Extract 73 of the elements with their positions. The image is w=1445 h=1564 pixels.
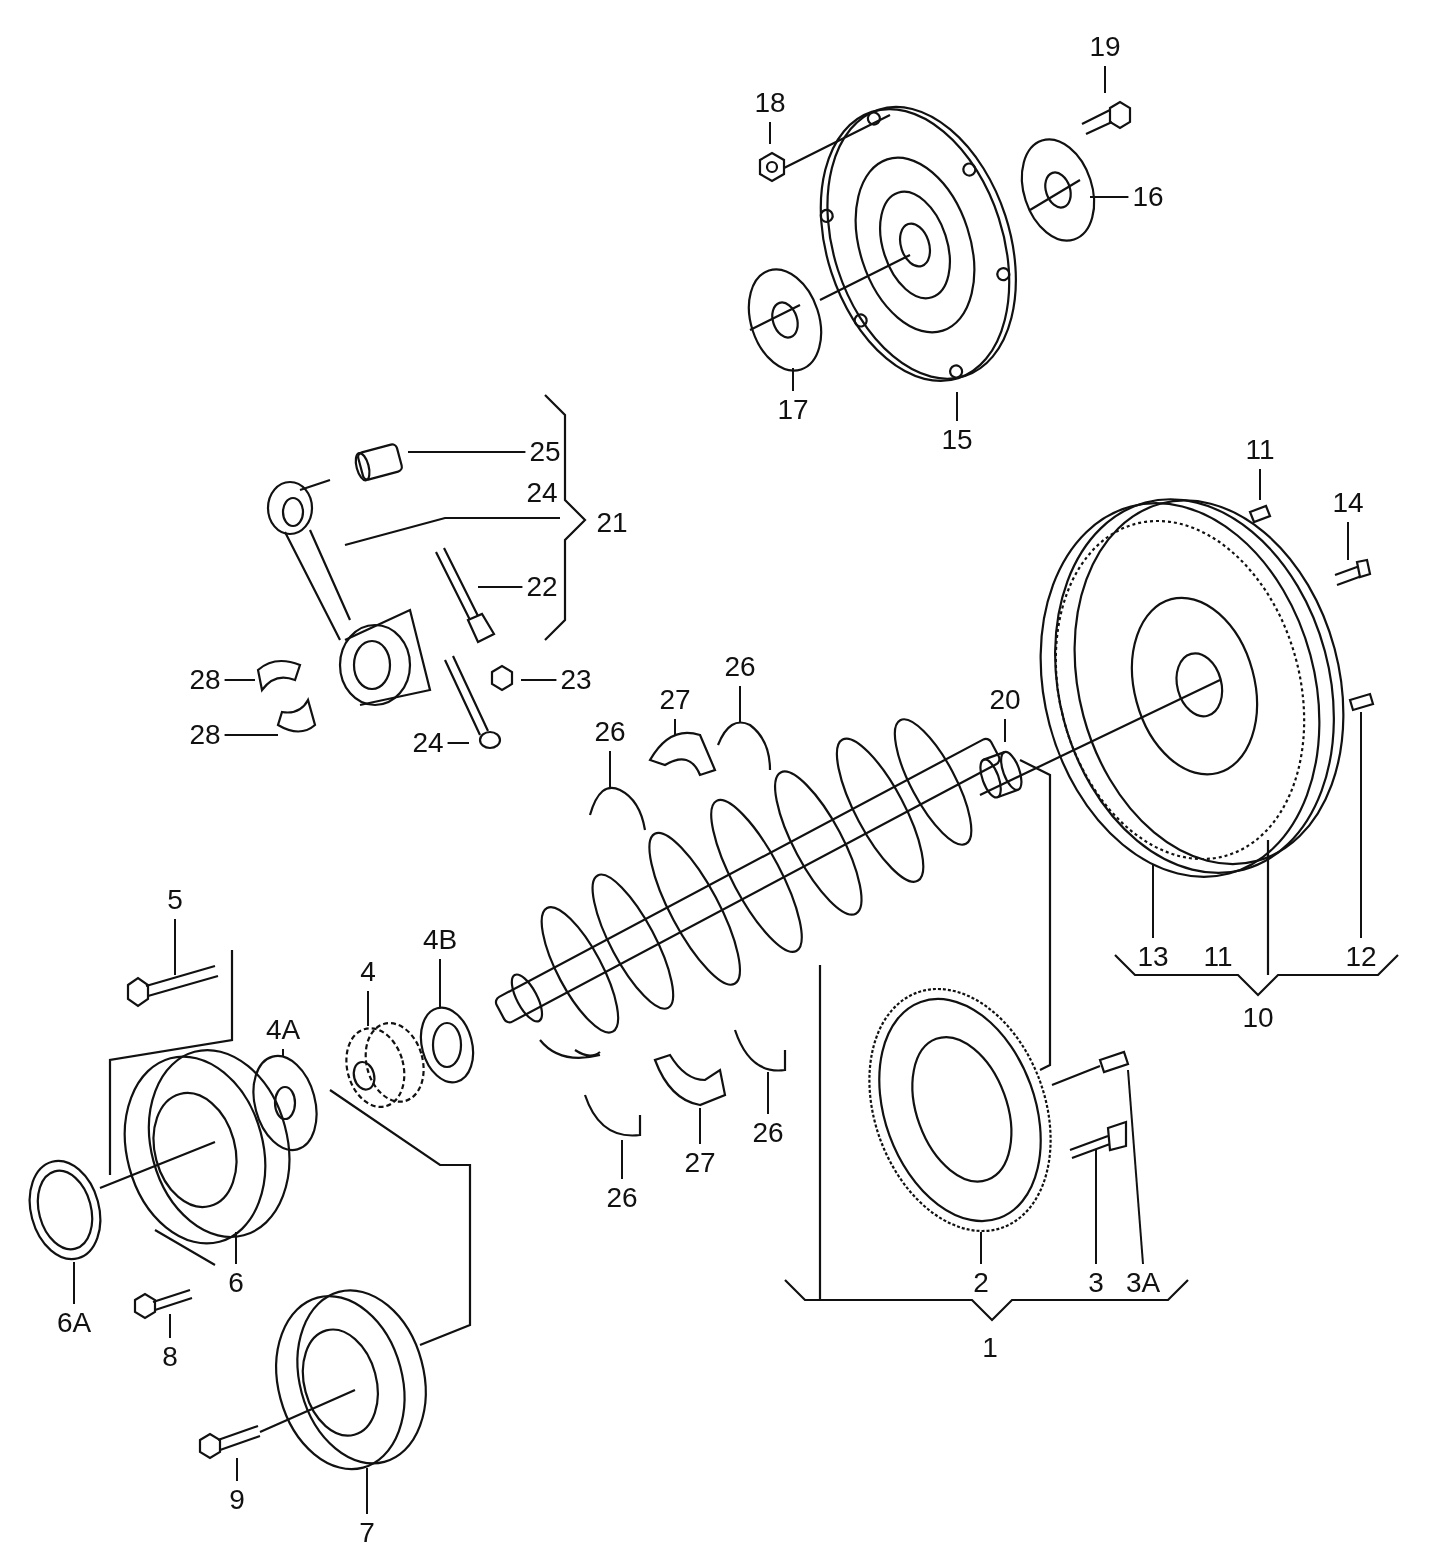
callout-number: 10 (1242, 1003, 1274, 1033)
callout-number: 16 (1132, 182, 1164, 212)
leader-line (739, 685, 741, 723)
leader-line (1347, 521, 1349, 561)
callout-number: 26 (724, 652, 756, 682)
callout-number: 23 (560, 665, 592, 695)
callout-number: 27 (684, 1148, 716, 1178)
callout-number: 12 (1345, 942, 1377, 972)
callout-number: 6A (56, 1308, 92, 1338)
callout-number: 26 (594, 717, 626, 747)
leader-line (174, 918, 176, 976)
leader-line (1127, 1069, 1144, 1265)
callout-number: 1 (982, 1333, 998, 1363)
leader-line (520, 679, 558, 681)
leader-line (223, 734, 279, 736)
callout-number: 7 (359, 1518, 375, 1548)
callout-number: 26 (606, 1183, 638, 1213)
callout-number: 28 (189, 665, 221, 695)
callout-number: 14 (1332, 488, 1364, 518)
callout-number: 3A (1125, 1268, 1161, 1298)
callout-number: 4B (422, 925, 458, 955)
callout-number: 2 (973, 1268, 989, 1298)
leader-line (477, 586, 524, 588)
leader-line (366, 1467, 368, 1515)
leader-line (1004, 718, 1006, 743)
leader-line (1089, 196, 1130, 198)
leader-line (439, 958, 441, 1009)
leader-line (1152, 864, 1154, 939)
callout-number: 13 (1137, 942, 1169, 972)
callout-number: 17 (777, 395, 809, 425)
callout-number: 3 (1088, 1268, 1104, 1298)
leader-line (980, 1231, 982, 1265)
callout-number: 11 (1203, 942, 1233, 972)
leader-line (699, 1107, 701, 1145)
leader-line (956, 391, 958, 422)
callout-number: 18 (754, 88, 786, 118)
callout-number: 24 (526, 478, 558, 508)
leader-line (769, 121, 771, 145)
leader-line (282, 1048, 284, 1057)
leader-line (1104, 65, 1106, 94)
leader-line (621, 1139, 623, 1180)
callout-number: 9 (229, 1485, 245, 1515)
leader-line (169, 1313, 171, 1339)
leader-line (367, 990, 369, 1027)
leader-line (792, 367, 794, 392)
leader-line (767, 1071, 769, 1115)
callout-number: 26 (752, 1118, 784, 1148)
leader-line (407, 451, 527, 453)
callout-number: 25 (529, 437, 561, 467)
callout-number: 11 (1245, 435, 1275, 465)
leader-line (1360, 711, 1362, 939)
leader-line (235, 1231, 237, 1265)
callout-number: 4A (265, 1015, 301, 1045)
leader-line (1259, 468, 1261, 501)
callout-number: 22 (526, 572, 558, 602)
leader-line (446, 742, 470, 744)
callout-number: 8 (162, 1342, 178, 1372)
leader-line (609, 750, 611, 789)
callout-number: 20 (989, 685, 1021, 715)
callout-number: 24 (412, 728, 444, 758)
callout-number: 4 (360, 957, 376, 987)
leader-line (674, 718, 676, 736)
callout-number: 27 (659, 685, 691, 715)
callout-number: 15 (941, 425, 973, 455)
callout-number: 5 (167, 885, 183, 915)
callout-number: 6 (228, 1268, 244, 1298)
callout-number: 28 (189, 720, 221, 750)
leader-line (236, 1457, 238, 1482)
callout-number: 21 (596, 508, 628, 538)
callout-number: 19 (1089, 32, 1121, 62)
leader-line (1095, 1149, 1097, 1265)
leader-line (73, 1261, 75, 1305)
leader-line (223, 679, 256, 681)
